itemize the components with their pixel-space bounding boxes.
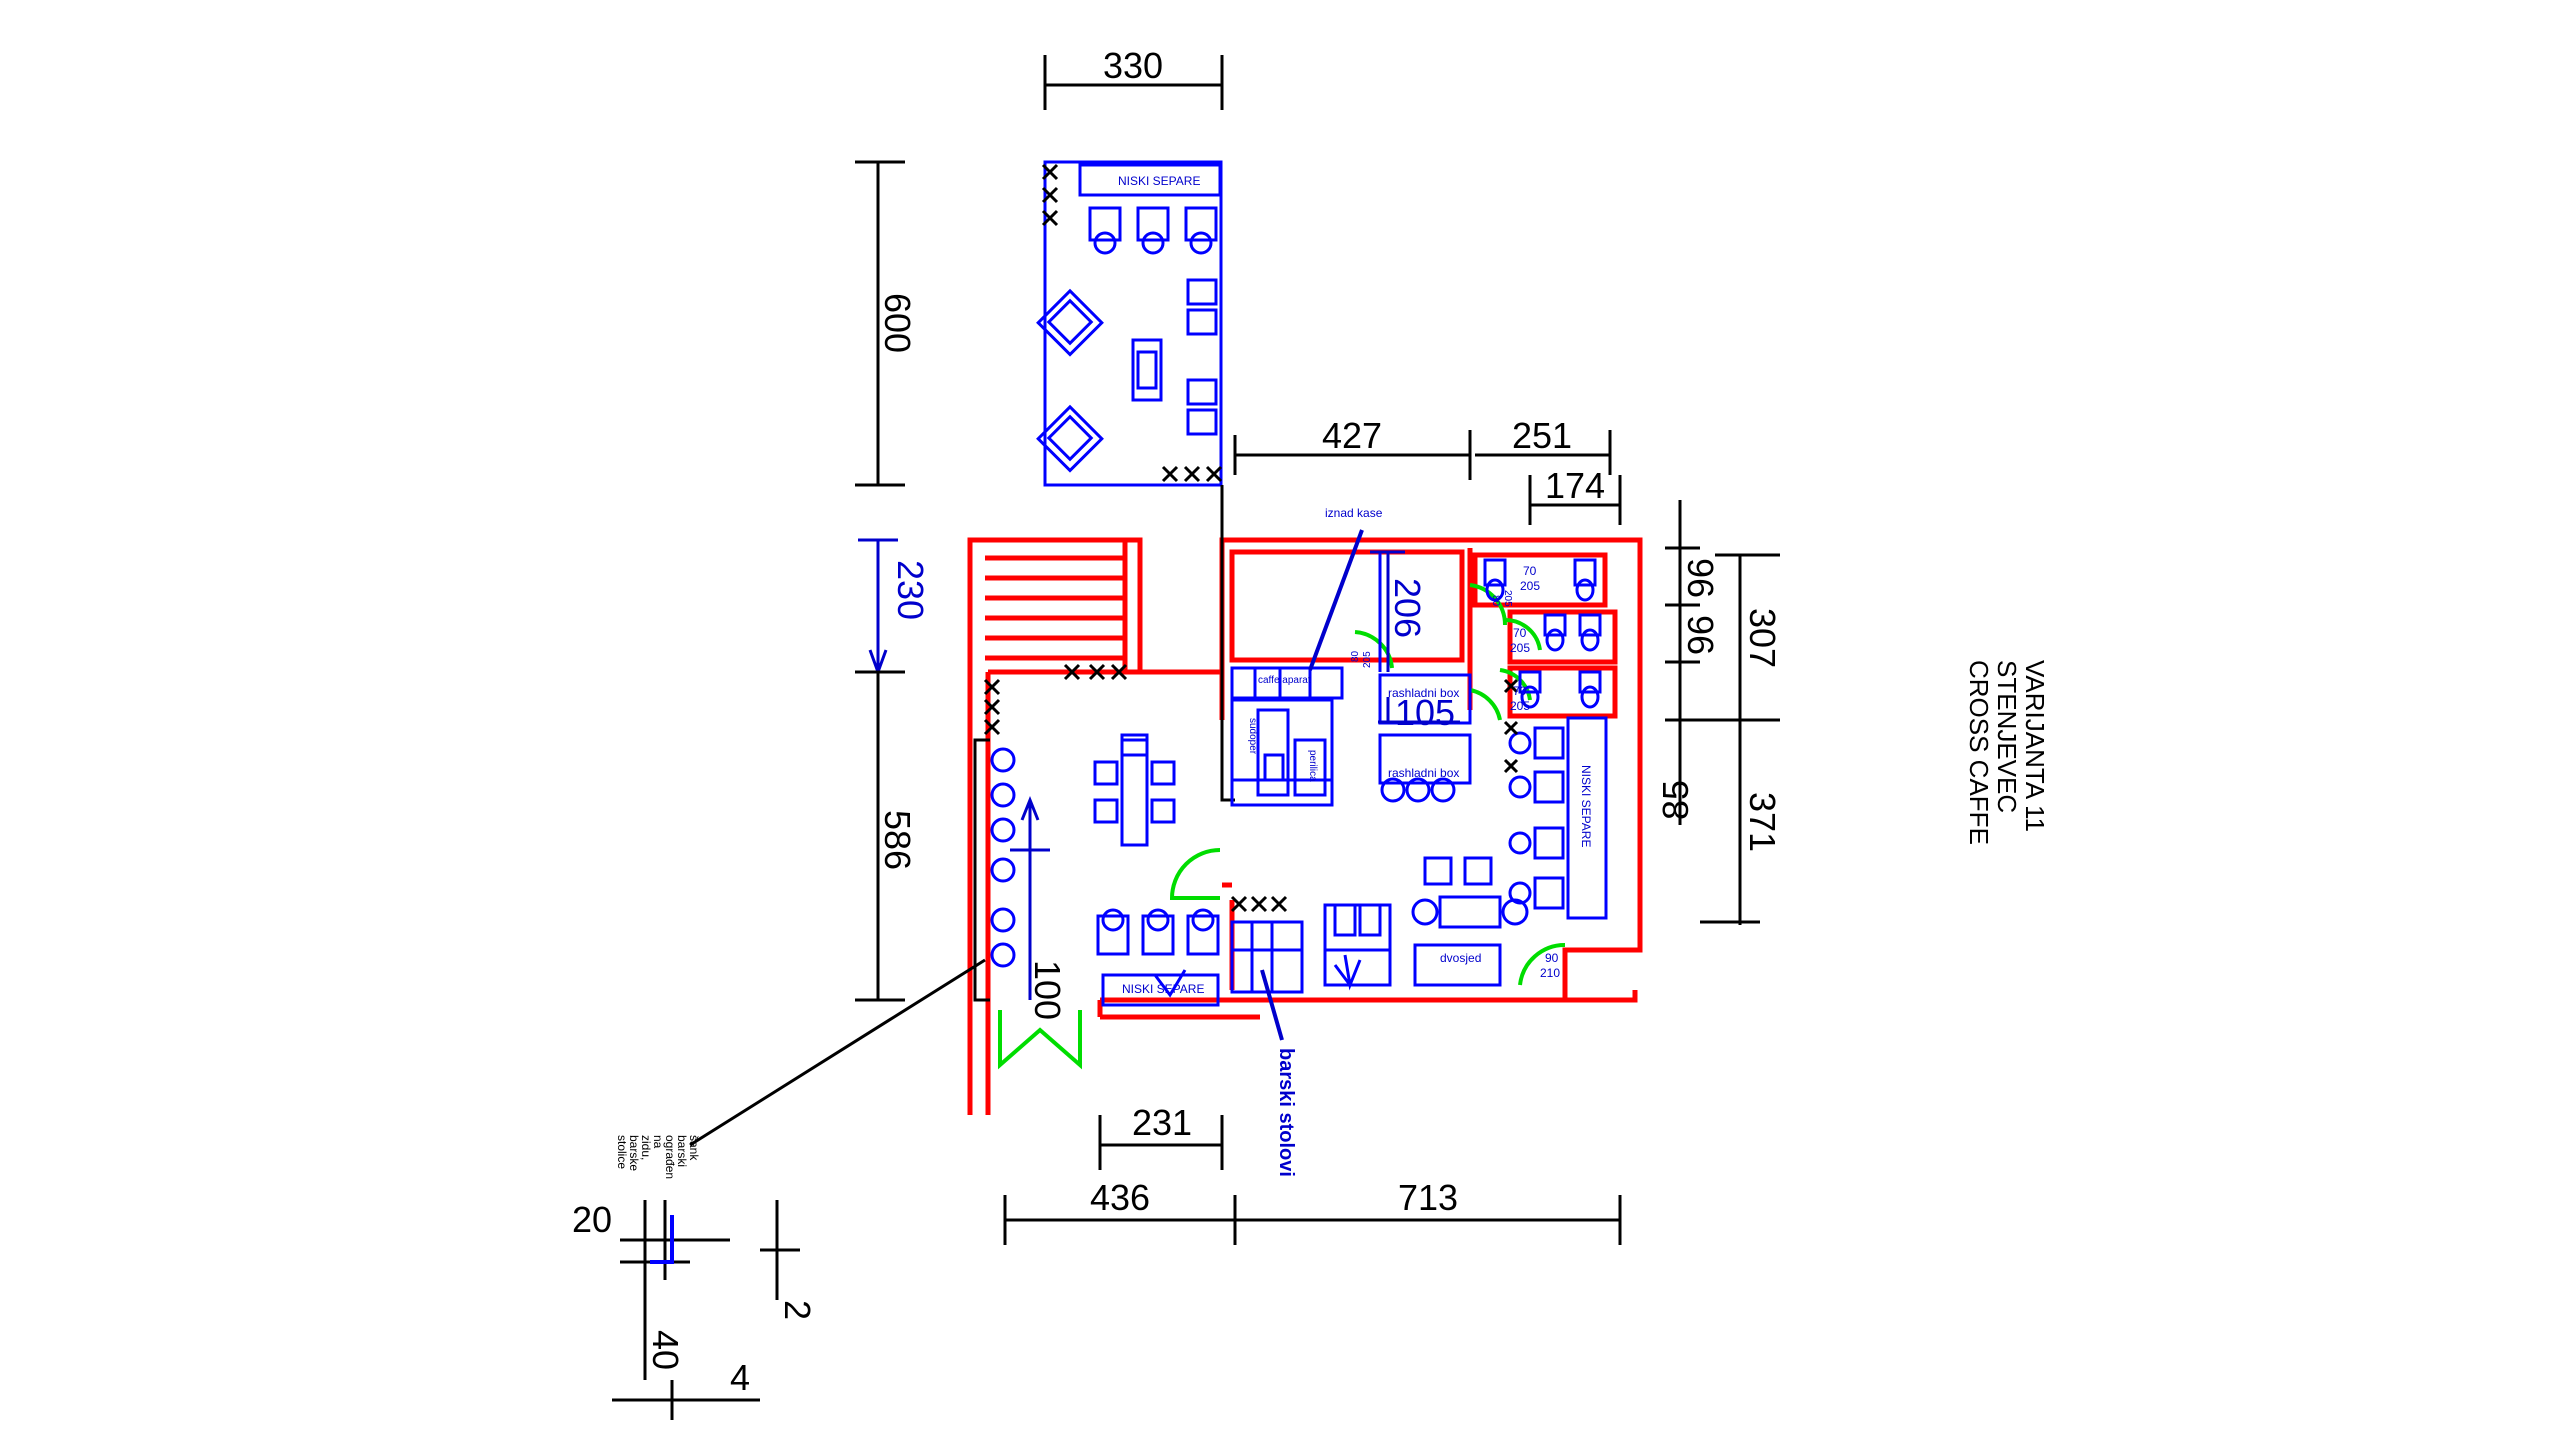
blue-dimensions xyxy=(858,538,1460,1000)
dim-231: 231 xyxy=(1132,1102,1192,1143)
svg-text:70: 70 xyxy=(1513,684,1527,698)
svg-text:80: 80 xyxy=(1350,650,1361,662)
left-room-plants xyxy=(983,663,1128,736)
svg-text:205: 205 xyxy=(1510,699,1530,713)
svg-text:barske: barske xyxy=(627,1135,641,1171)
dim-600: 600 xyxy=(877,293,918,353)
svg-text:210: 210 xyxy=(1540,966,1560,980)
svg-text:na: na xyxy=(651,1135,665,1149)
title-line-1: CROSS CAFFE xyxy=(1964,660,1994,845)
dim-100: 100 xyxy=(1027,960,1068,1020)
title-line-3: VARIJANTA 11 xyxy=(2020,660,2050,832)
rashladni-box-2-label: rashladni box xyxy=(1388,766,1459,780)
bar-area xyxy=(1230,552,1608,994)
right-separe-label: NISKI SEPARE xyxy=(1579,765,1593,847)
dim-4: 4 xyxy=(730,1357,750,1398)
terrace xyxy=(1036,160,1223,487)
dim-2: 2 xyxy=(777,1300,818,1320)
title-block: CROSS CAFFE STENJEVEC VARIJANTA 11 xyxy=(1964,660,2050,845)
wall-bar-note: šank barski ograđen na zidu, barske stol… xyxy=(615,1135,701,1179)
dim-85: 85 xyxy=(1655,780,1696,820)
small-door-dims: 70 205 70 205 70 205 80 205 80 205 90 21… xyxy=(1350,564,1560,980)
bar-plants xyxy=(1230,678,1519,913)
barski-stolovi-label: barski stolovi xyxy=(1275,1048,1297,1177)
iznad-kase-label: iznad kase xyxy=(1325,506,1383,520)
black-dimensions xyxy=(612,55,1780,1420)
detail-blue xyxy=(650,1215,674,1264)
svg-text:šank: šank xyxy=(687,1135,701,1161)
dim-96b: 96 xyxy=(1680,615,1721,655)
svg-text:90: 90 xyxy=(1545,951,1559,965)
dim-713: 713 xyxy=(1398,1177,1458,1218)
title-line-2: STENJEVEC xyxy=(1992,660,2022,813)
dim-371: 371 xyxy=(1742,792,1783,852)
svg-text:205: 205 xyxy=(1362,651,1373,668)
perilica-label: perilica xyxy=(1307,750,1318,782)
sudoper-label: sudoper xyxy=(1247,718,1258,755)
dvosjed-label: dvosjed xyxy=(1440,951,1481,965)
dim-40: 40 xyxy=(645,1330,686,1370)
dim-174: 174 xyxy=(1545,465,1605,506)
dim-307: 307 xyxy=(1742,608,1783,668)
bar-arrows xyxy=(1153,954,1362,998)
svg-text:205: 205 xyxy=(1520,579,1540,593)
svg-text:zidu,: zidu, xyxy=(639,1135,653,1160)
svg-text:70: 70 xyxy=(1523,564,1537,578)
svg-text:205: 205 xyxy=(1510,641,1530,655)
dim-105: 105 xyxy=(1395,692,1455,733)
caffe-aparat-label: caffe aparat xyxy=(1258,675,1311,686)
dim-427: 427 xyxy=(1322,415,1382,456)
dim-20: 20 xyxy=(572,1199,612,1240)
svg-text:80: 80 xyxy=(1490,595,1501,607)
left-separe-label: NISKI SEPARE xyxy=(1122,982,1204,996)
walls xyxy=(967,537,1643,1115)
dim-251: 251 xyxy=(1512,415,1572,456)
dim-436: 436 xyxy=(1090,1177,1150,1218)
dim-330: 330 xyxy=(1103,45,1163,86)
dim-230: 230 xyxy=(890,560,931,620)
svg-text:stolice: stolice xyxy=(615,1135,629,1169)
svg-text:70: 70 xyxy=(1513,626,1527,640)
svg-text:barski: barski xyxy=(675,1135,689,1167)
leaders xyxy=(1260,529,1364,1041)
dim-206: 206 xyxy=(1387,578,1428,638)
dim-586: 586 xyxy=(877,810,918,870)
entrance-door xyxy=(998,583,1566,1070)
terrace-plants xyxy=(1041,163,1223,483)
rashladni-box-1-label: rashladni box xyxy=(1388,686,1459,700)
svg-text:205: 205 xyxy=(1502,590,1513,607)
left-room-furniture xyxy=(990,733,1220,1007)
svg-text:ograđen: ograđen xyxy=(663,1135,677,1179)
terrace-separe-label: NISKI SEPARE xyxy=(1118,174,1200,188)
dim-96a: 96 xyxy=(1680,558,1721,598)
